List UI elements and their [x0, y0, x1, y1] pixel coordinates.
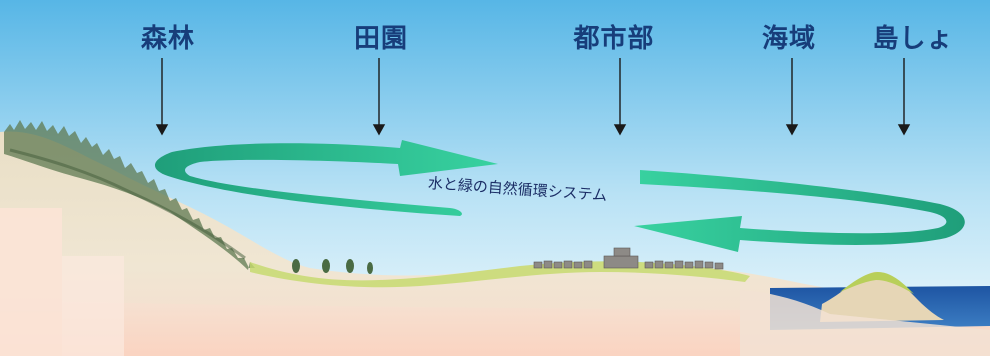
cycle-arrow-lower [634, 170, 965, 252]
shore [740, 290, 990, 356]
forest-pointer-head [155, 124, 169, 136]
zone-label-forest: 森林 [140, 24, 196, 54]
zone-label-sea: 海域 [761, 24, 817, 54]
zone-label-urban: 都市部 [573, 24, 655, 54]
forest-trees [4, 120, 255, 270]
town-buildings [533, 247, 724, 270]
left-block-2 [62, 256, 124, 356]
farmland-trees [292, 259, 373, 274]
zone-label-island: 島しょ [872, 24, 954, 54]
island [820, 271, 944, 322]
zone-label-farmland: 田園 [353, 24, 409, 54]
pointer-arrows [155, 58, 911, 136]
left-block [0, 208, 62, 356]
island-pointer-head [897, 124, 911, 136]
urban-pointer-head [613, 124, 627, 136]
cycle-arrow-upper [154, 140, 498, 216]
farmland-pointer-head [372, 124, 386, 136]
forest-highlight [9, 148, 246, 260]
island-grass [840, 272, 914, 294]
sea-pointer-head [785, 124, 799, 136]
